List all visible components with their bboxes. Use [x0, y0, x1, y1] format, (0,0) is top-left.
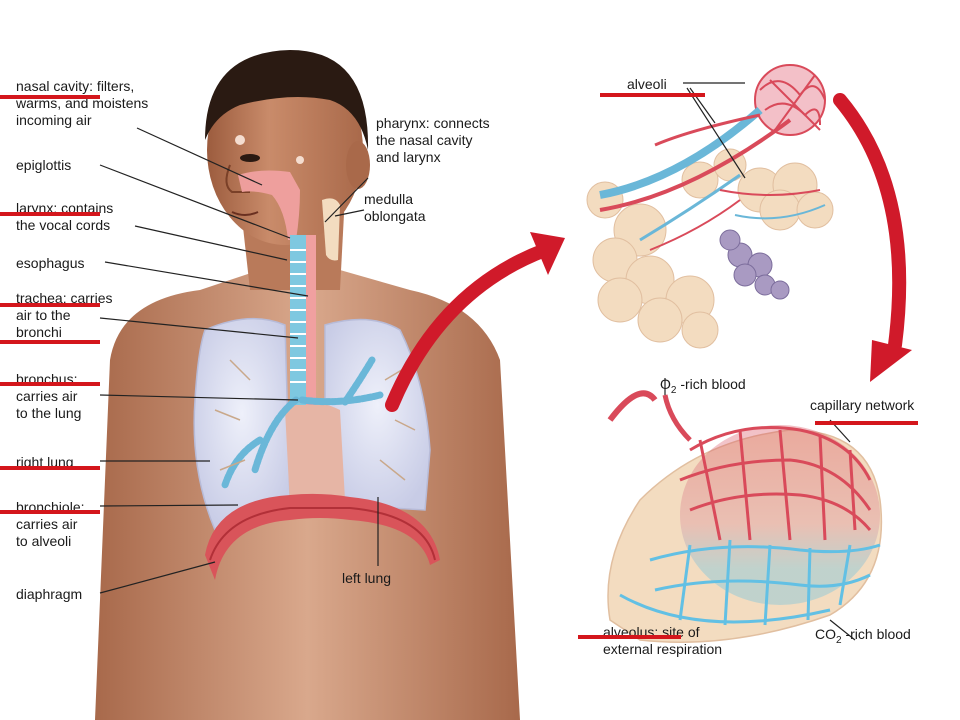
right-lung-shape	[193, 317, 291, 531]
label-medulla: medulla oblongata	[364, 191, 426, 224]
label-bronchiole: bronchiole: carries air to alveoli	[16, 499, 85, 549]
nasal-cavity	[238, 170, 300, 240]
bronchi	[221, 356, 384, 489]
label-co2-rich-blood: CO2 -rich blood	[815, 626, 911, 646]
trachea-shape	[290, 235, 306, 405]
medulla	[322, 198, 340, 261]
label-left-lung: left lung	[342, 570, 392, 586]
highlight-larynx	[0, 212, 100, 216]
highlight-alveolus	[578, 635, 681, 639]
leader-lines	[99, 127, 379, 594]
label-alveolus: alveolus: site of external respiration	[603, 624, 723, 657]
label-bronchus: bronchus: carries air to the lung	[16, 371, 82, 421]
highlight-bronchus	[0, 382, 100, 386]
mouth	[231, 211, 259, 216]
label-capillary-network: capillary network	[810, 397, 915, 413]
esophagus-shape	[306, 235, 316, 405]
label-esophagus: esophagus	[16, 255, 85, 271]
diaphragm-shape	[205, 493, 440, 580]
highlight-right-lung	[0, 466, 100, 470]
label-larynx: larynx: contains the vocal cords	[16, 200, 114, 233]
brain-spot-2	[296, 156, 304, 164]
highlight-nasal-cavity	[0, 95, 100, 99]
arrow-to-capillary	[833, 93, 912, 382]
alveoli-cluster	[586, 64, 834, 349]
highlight-bronchiole	[0, 510, 100, 514]
nose	[225, 164, 250, 193]
label-nasal-cavity: nasal cavity: filters, warms, and moiste…	[16, 78, 149, 128]
ear	[346, 141, 370, 189]
trachea-rings	[290, 249, 306, 383]
eye	[240, 154, 260, 162]
label-epiglottis: epiglottis	[16, 157, 72, 173]
heart-area	[285, 402, 345, 505]
label-diaphragm: diaphragm	[16, 586, 83, 602]
brain-spot	[235, 135, 245, 145]
capillary-network-illustration	[607, 378, 883, 643]
arrow-to-alveoli	[385, 232, 565, 412]
label-o2-rich-blood: O2 -rich blood	[660, 376, 746, 396]
label-pharynx: pharynx: connects the nasal cavity and l…	[376, 115, 490, 165]
label-trachea: trachea: carries air to the bronchi	[16, 290, 113, 340]
label-alveoli: alveoli	[627, 76, 667, 92]
highlight-trachea-bottom	[0, 340, 100, 344]
highlight-capillary-network	[815, 421, 918, 425]
highlight-trachea-top	[0, 303, 100, 307]
bronchioles	[214, 359, 416, 481]
highlight-alveoli	[600, 93, 705, 97]
hair	[205, 50, 369, 150]
